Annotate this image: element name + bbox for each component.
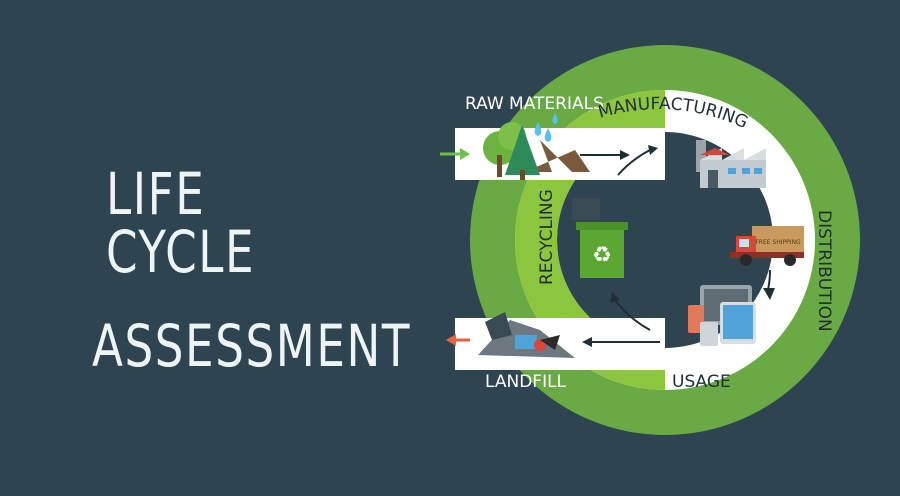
title-line-2: ASSESSMENT: [92, 312, 412, 380]
devices-icon: [688, 285, 756, 346]
recycle-bin-icon: ♻: [572, 198, 628, 278]
label-recycling: RECYCLING: [537, 189, 557, 285]
flow-arrows: [580, 145, 775, 347]
input-arrow: [440, 148, 470, 160]
truck-icon: FREE SHIPPING: [730, 226, 804, 266]
recycle-symbol-icon: ♻: [592, 243, 612, 268]
page-title: LIFE CYCLE ASSESSMENT: [92, 165, 432, 375]
label-landfill: LANDFILL: [485, 372, 567, 392]
water-drop-icon: [534, 113, 558, 142]
output-arrow: [446, 334, 470, 346]
trash-pile-icon: [478, 312, 575, 358]
truck-box-text: FREE SHIPPING: [755, 239, 801, 246]
tree-icon: [483, 122, 590, 180]
label-distribution: DISTRIBUTION: [814, 210, 834, 332]
title-line-1: LIFE CYCLE: [106, 160, 256, 286]
label-raw-materials: RAW MATERIALS: [465, 94, 604, 114]
label-usage: USAGE: [672, 372, 731, 392]
factory-icon: [696, 140, 766, 188]
